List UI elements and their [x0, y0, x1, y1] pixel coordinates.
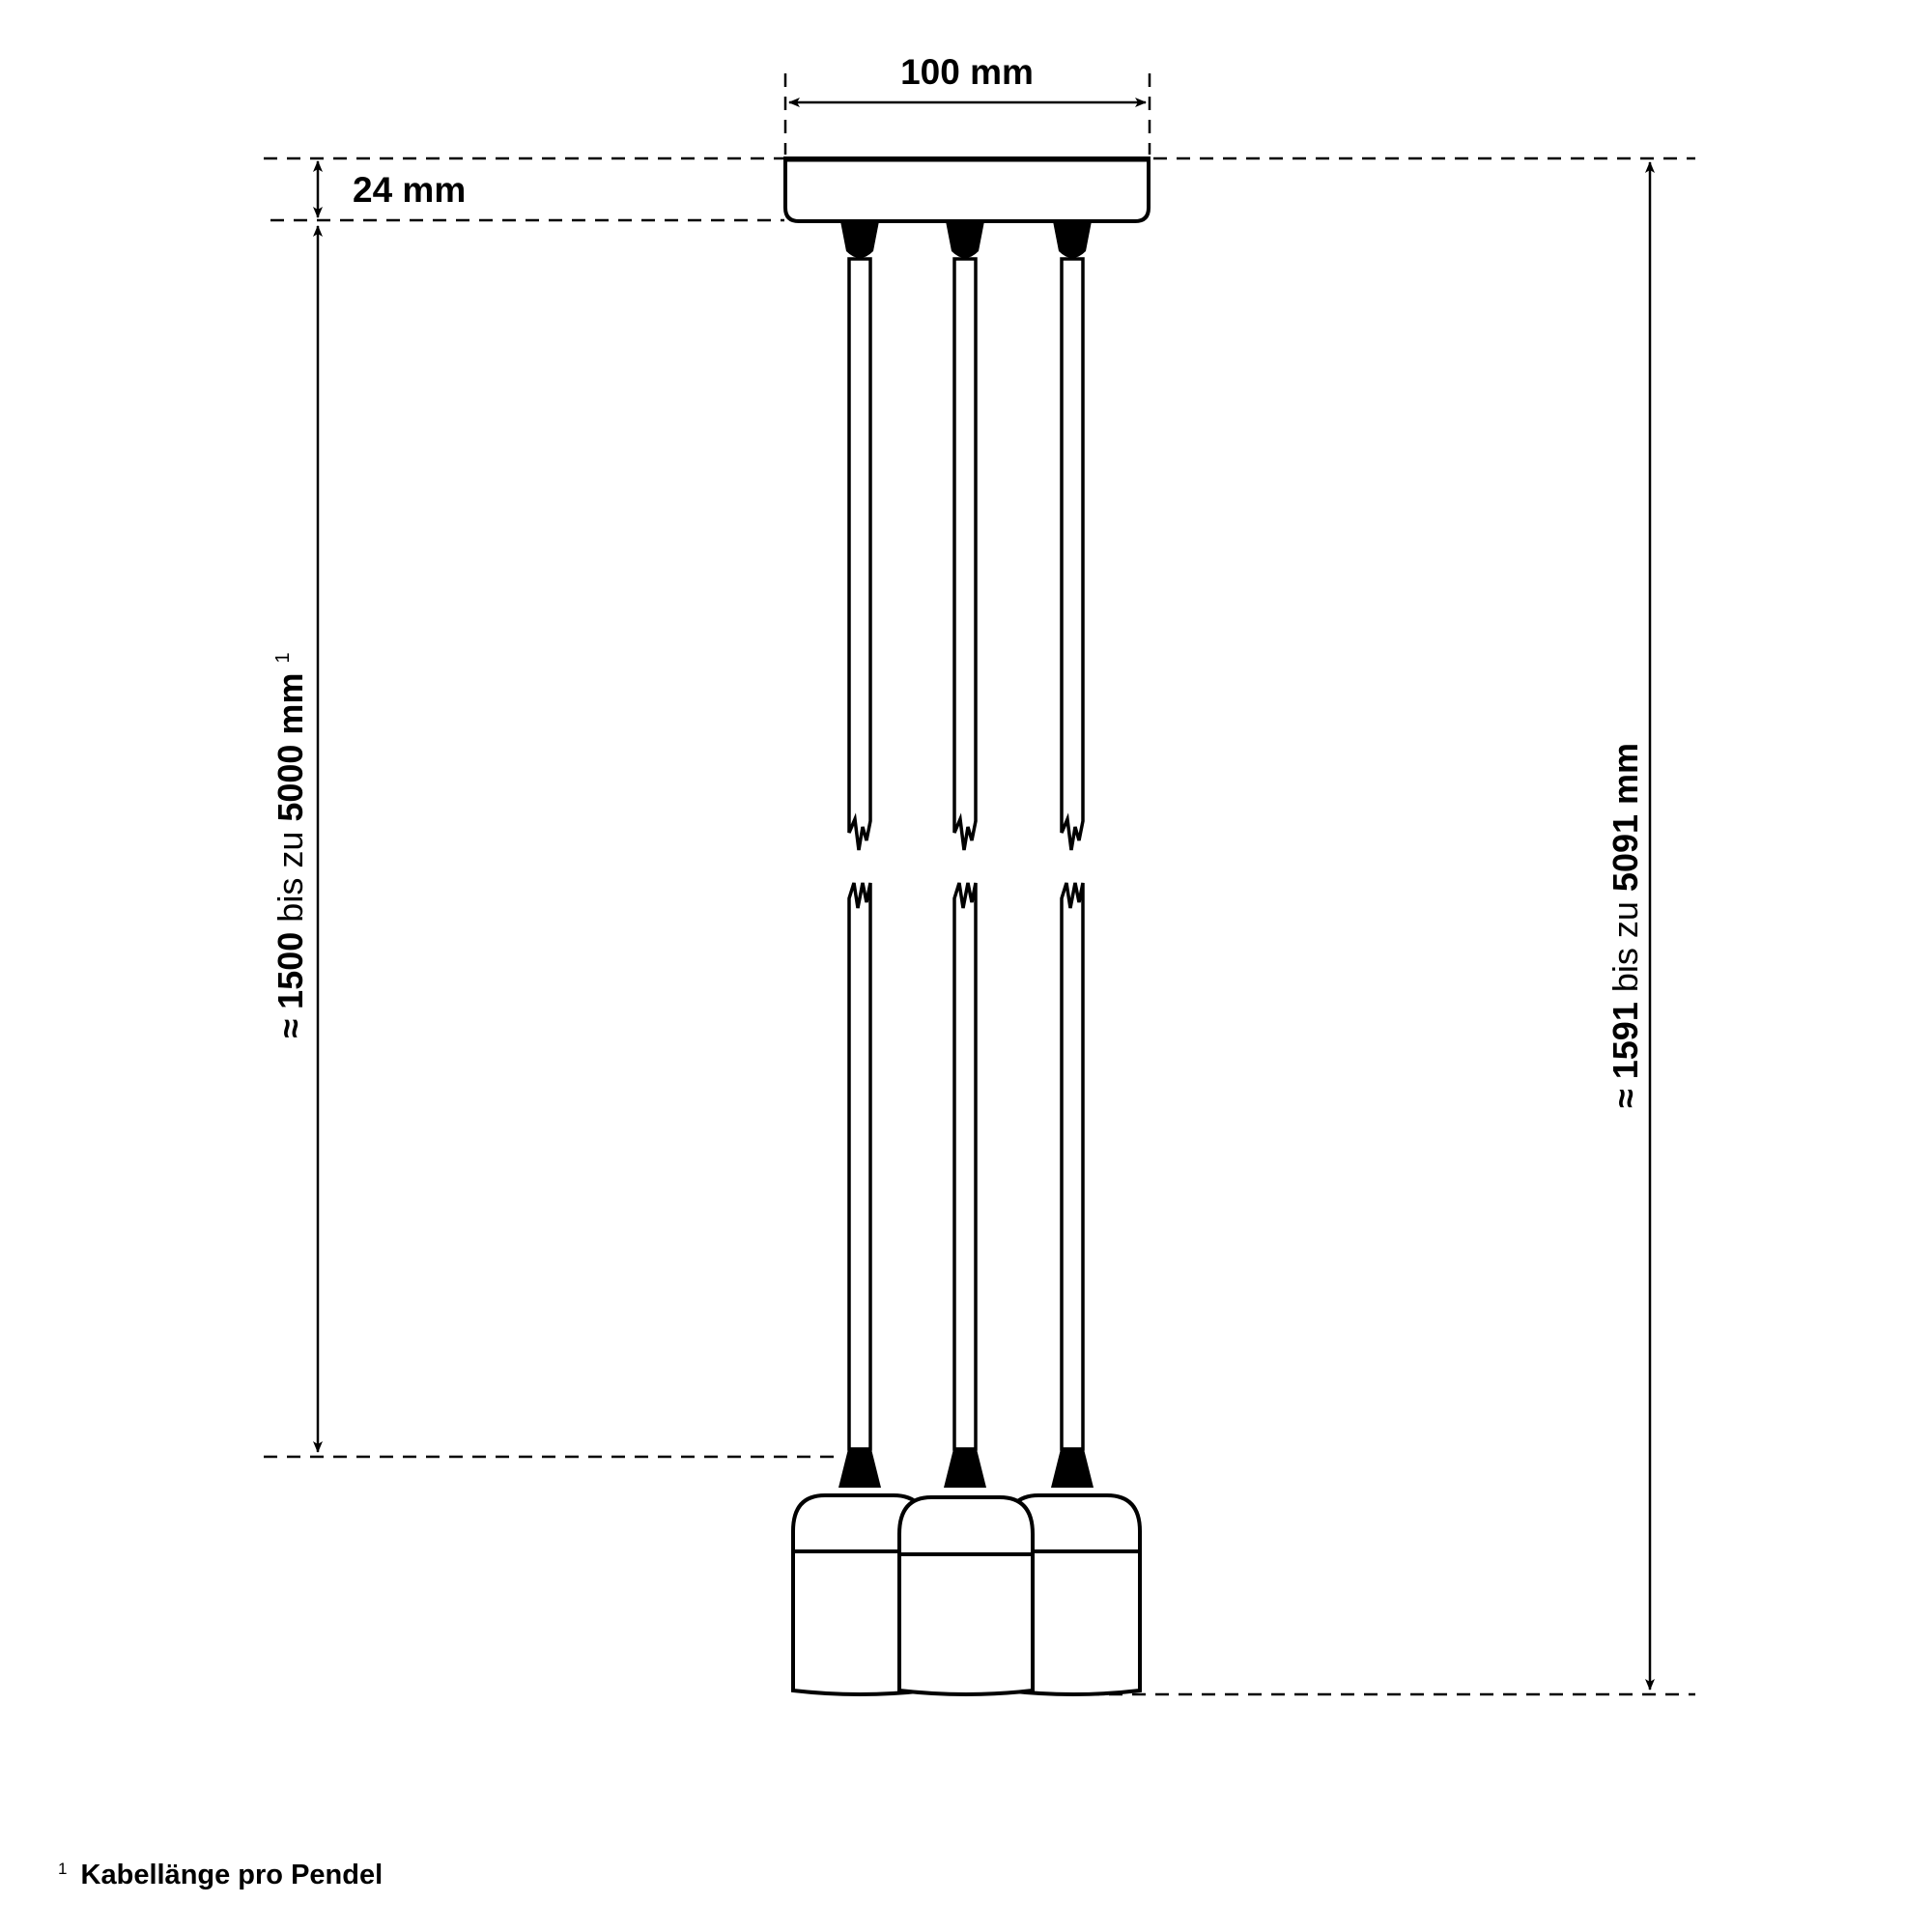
cable-lower — [847, 882, 872, 1451]
total-max: 5091 mm — [1605, 743, 1645, 892]
cable-lower — [1060, 882, 1085, 1451]
cable-approx: ≈ — [270, 1019, 310, 1038]
footnote: 1 Kabellänge pro Pendel — [58, 1850, 383, 1890]
reference-lines — [264, 73, 1695, 1696]
cable-lower — [952, 882, 978, 1451]
cable-max: 5000 mm — [270, 673, 310, 822]
footnote-marker: 1 — [58, 1860, 67, 1878]
dimension-arrows — [313, 98, 1655, 1690]
total-between: bis zu — [1605, 901, 1645, 992]
cable-footnote-ref: 1 — [272, 652, 294, 663]
ceiling-canopy — [783, 156, 1151, 223]
strain-relief-top — [840, 221, 879, 258]
total-approx: ≈ — [1605, 1089, 1645, 1108]
strain-relief-top — [1053, 221, 1092, 258]
total-min: 1591 — [1605, 1002, 1645, 1079]
pendant-middle — [944, 221, 986, 1488]
socket-dome — [897, 1495, 1035, 1556]
footnote-text: Kabellänge pro Pendel — [81, 1860, 384, 1890]
cable-length-label: ≈ 1500 bis zu 5000 mm 1 — [270, 652, 310, 1037]
cable-between: bis zu — [270, 832, 310, 923]
lamp-socket-right — [1005, 1493, 1142, 1696]
canopy-width-label: 100 mm — [900, 52, 1034, 92]
pendant-right — [1051, 221, 1094, 1488]
strain-relief-bottom — [944, 1449, 986, 1488]
cable-min: 1500 — [270, 932, 310, 1009]
total-height-label: ≈ 1591 bis zu 5091 mm — [1605, 743, 1645, 1108]
strain-relief-bottom — [838, 1449, 881, 1488]
cable-upper — [952, 257, 978, 851]
cable-upper — [1060, 257, 1085, 851]
socket-sleeve — [897, 1552, 1035, 1696]
canopy-body — [783, 156, 1151, 223]
lamp-socket-middle — [897, 1495, 1035, 1696]
strain-relief-top — [946, 221, 984, 258]
canopy-height-label: 24 mm — [353, 170, 466, 210]
pendant-left — [838, 221, 881, 1488]
strain-relief-bottom — [1051, 1449, 1094, 1488]
cable-upper — [847, 257, 872, 851]
lamp-socket-left — [791, 1493, 928, 1696]
